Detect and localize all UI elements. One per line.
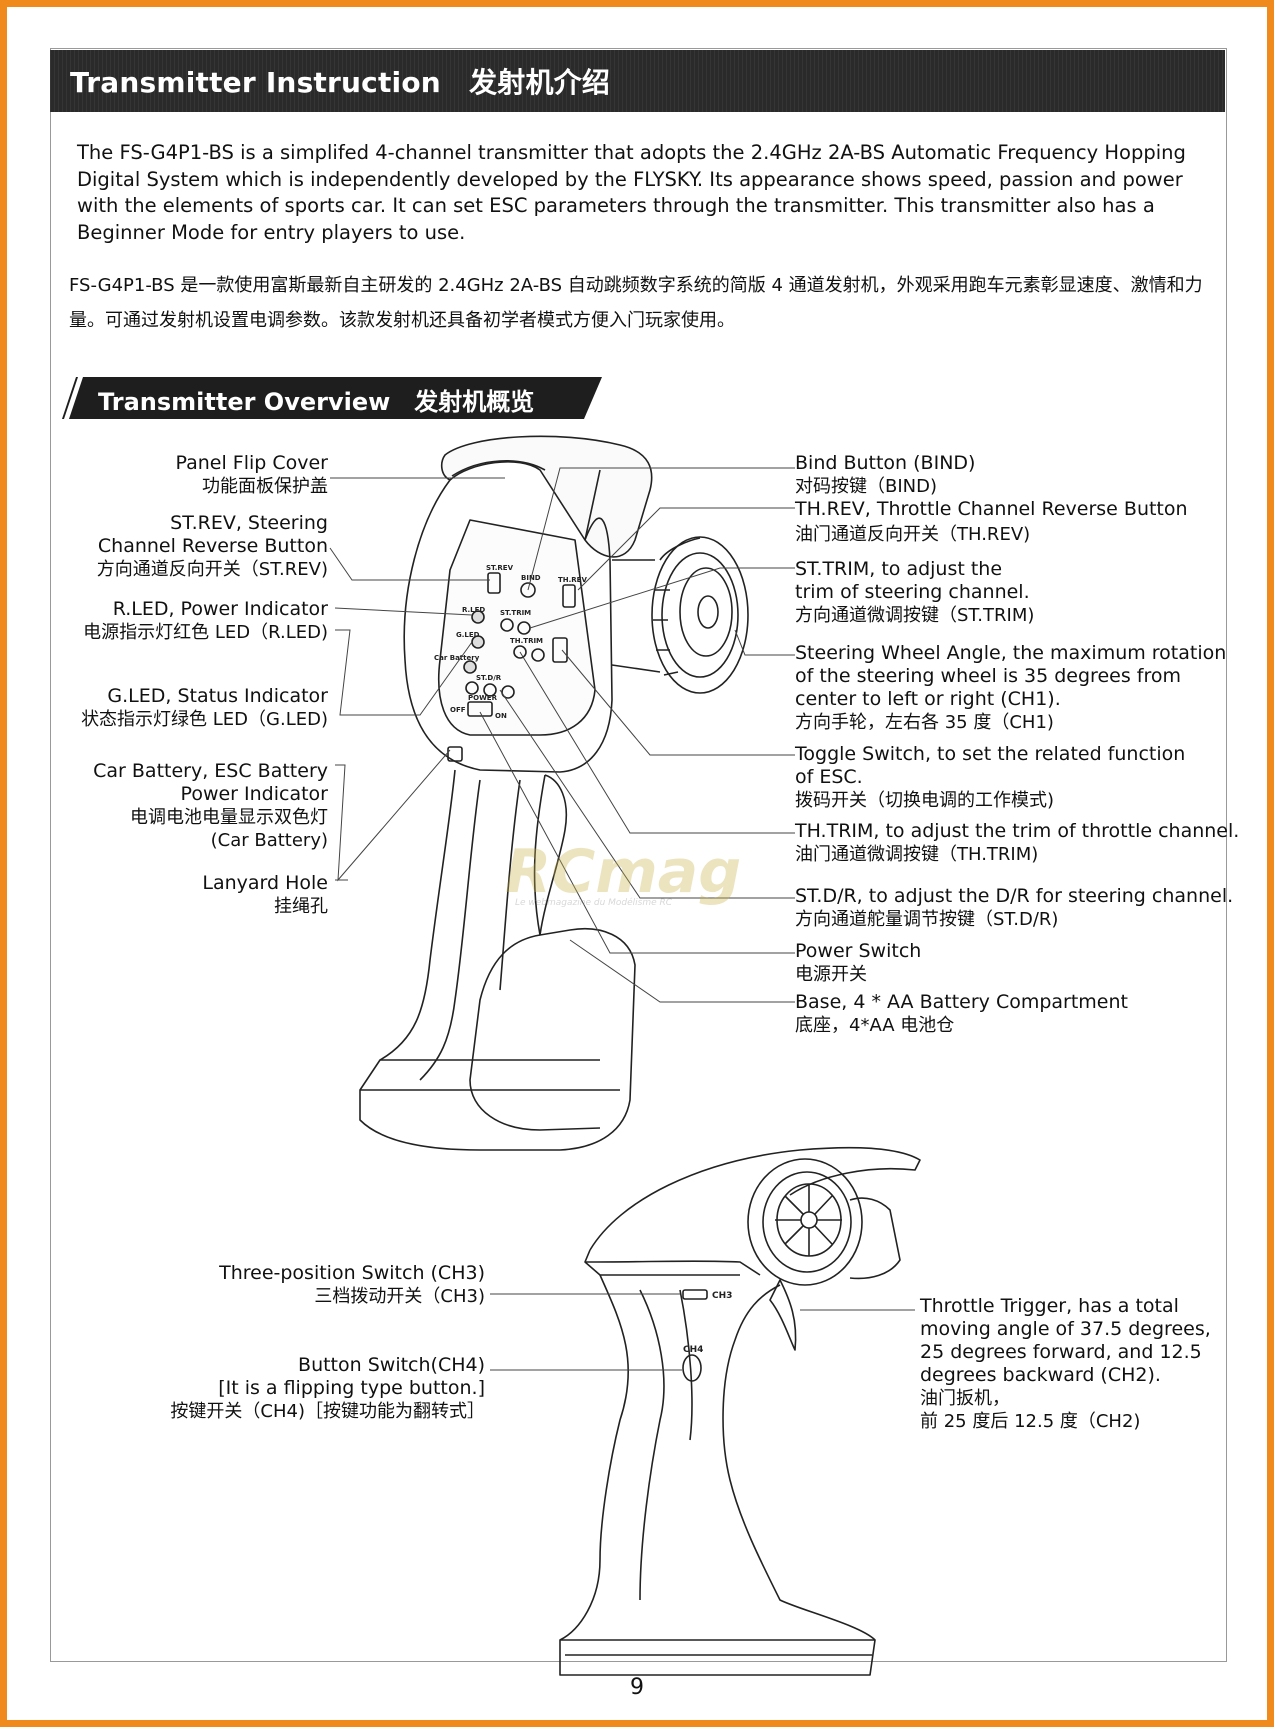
label-g-led: G.LED, Status Indicator 状态指示灯绿色 LED（G.LE… xyxy=(81,685,328,730)
page-number: 9 xyxy=(630,1675,644,1700)
label-panel-flip-cover: Panel Flip Cover 功能面板保护盖 xyxy=(175,452,328,497)
label-th-rev: TH.REV, Throttle Channel Reverse Button … xyxy=(795,498,1188,545)
panel-st-rev: ST.REV xyxy=(486,564,514,572)
label-r-led: R.LED, Power Indicator 电源指示灯红色 LED（R.LED… xyxy=(83,598,328,643)
watermark-logo: RCmag Le webmagazine du Modélisme RC xyxy=(505,837,741,908)
panel-g-led: G.LED xyxy=(456,631,480,639)
label-lanyard-hole: Lanyard Hole 挂绳孔 xyxy=(202,872,328,917)
label-ch3-switch: Three-position Switch (CH3) 三档拨动开关（CH3) xyxy=(219,1262,485,1307)
panel-th-rev: TH.REV xyxy=(558,576,587,584)
label-st-trim: ST.TRIM, to adjust the trim of steering … xyxy=(795,558,1035,626)
label-bind-button: Bind Button (BIND) 对码按键（BIND) xyxy=(795,452,976,497)
section-header: Transmitter Instruction 发射机介绍 xyxy=(50,50,1225,112)
panel-ch4: CH4 xyxy=(683,1345,703,1355)
banner-shape xyxy=(62,377,602,419)
label-st-rev: ST.REV, Steering Channel Reverse Button … xyxy=(96,512,328,580)
label-power-switch: Power Switch 电源开关 xyxy=(795,940,922,985)
panel-car-battery: Car Battery xyxy=(434,654,480,662)
overview-banner: Transmitter Overview 发射机概览 xyxy=(62,377,602,419)
svg-text:Le webmagazine du Modélisme RC: Le webmagazine du Modélisme RC xyxy=(515,897,673,908)
panel-st-dr: ST.D/R xyxy=(476,674,502,682)
svg-text:RCmag: RCmag xyxy=(505,837,741,907)
panel-on: ON xyxy=(495,712,507,720)
intro-paragraph-en: The FS-G4P1-BS is a simplifed 4-channel … xyxy=(77,141,1186,244)
panel-th-trim: TH.TRIM xyxy=(510,637,543,645)
label-car-battery: Car Battery, ESC Battery Power Indicator… xyxy=(93,760,328,851)
panel-off: OFF xyxy=(450,706,466,714)
label-ch4-button: Button Switch(CH4) [It is a flipping typ… xyxy=(170,1354,485,1422)
overview-title: Transmitter Overview 发射机概览 xyxy=(98,388,535,416)
label-st-dr: ST.D/R, to adjust the D/R for steering c… xyxy=(795,885,1234,930)
label-steering-wheel: Steering Wheel Angle, the maximum rotati… xyxy=(795,642,1227,733)
label-toggle-switch: Toggle Switch, to set the related functi… xyxy=(795,743,1186,811)
panel-power: POWER xyxy=(468,694,498,702)
label-base: Base, 4 * AA Battery Compartment 底座，4*AA… xyxy=(795,991,1128,1036)
section-title: Transmitter Instruction 发射机介绍 xyxy=(70,66,611,99)
panel-ch3: CH3 xyxy=(712,1291,732,1301)
label-th-trim: TH.TRIM, to adjust the trim of throttle … xyxy=(795,820,1240,865)
panel-r-led: R.LED xyxy=(462,606,485,614)
content-border xyxy=(50,48,1227,1662)
label-throttle-trigger: Throttle Trigger, has a total moving ang… xyxy=(920,1295,1211,1432)
intro-paragraph-zh: FS-G4P1-BS 是一款使用富斯最新自主研发的 2.4GHz 2A-BS 自… xyxy=(69,275,1203,331)
panel-st-trim: ST.TRIM xyxy=(500,609,531,617)
